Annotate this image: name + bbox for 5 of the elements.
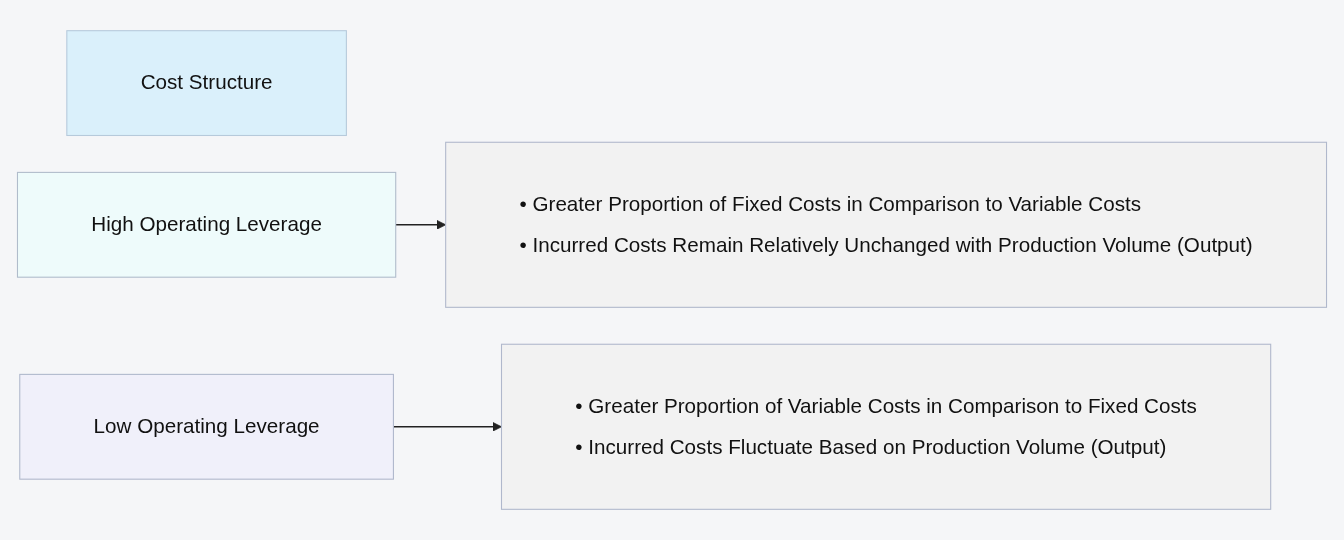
category-box: Low Operating Leverage — [19, 373, 394, 480]
category-box: High Operating Leverage — [16, 171, 397, 278]
description-box: • Greater Proportion of Variable Costs in Comparison to Fixed Costs • Incurred Costs Fluctuate Based on Production Volume (Output) — [500, 343, 1272, 510]
description-box: • Greater Proportion of Fixed Costs in Comparison to Variable Costs • Incurred Costs Remain Relatively Unchanged with Production Volume (Output) — [445, 141, 1328, 308]
header-box: Cost Structure — [66, 30, 347, 137]
